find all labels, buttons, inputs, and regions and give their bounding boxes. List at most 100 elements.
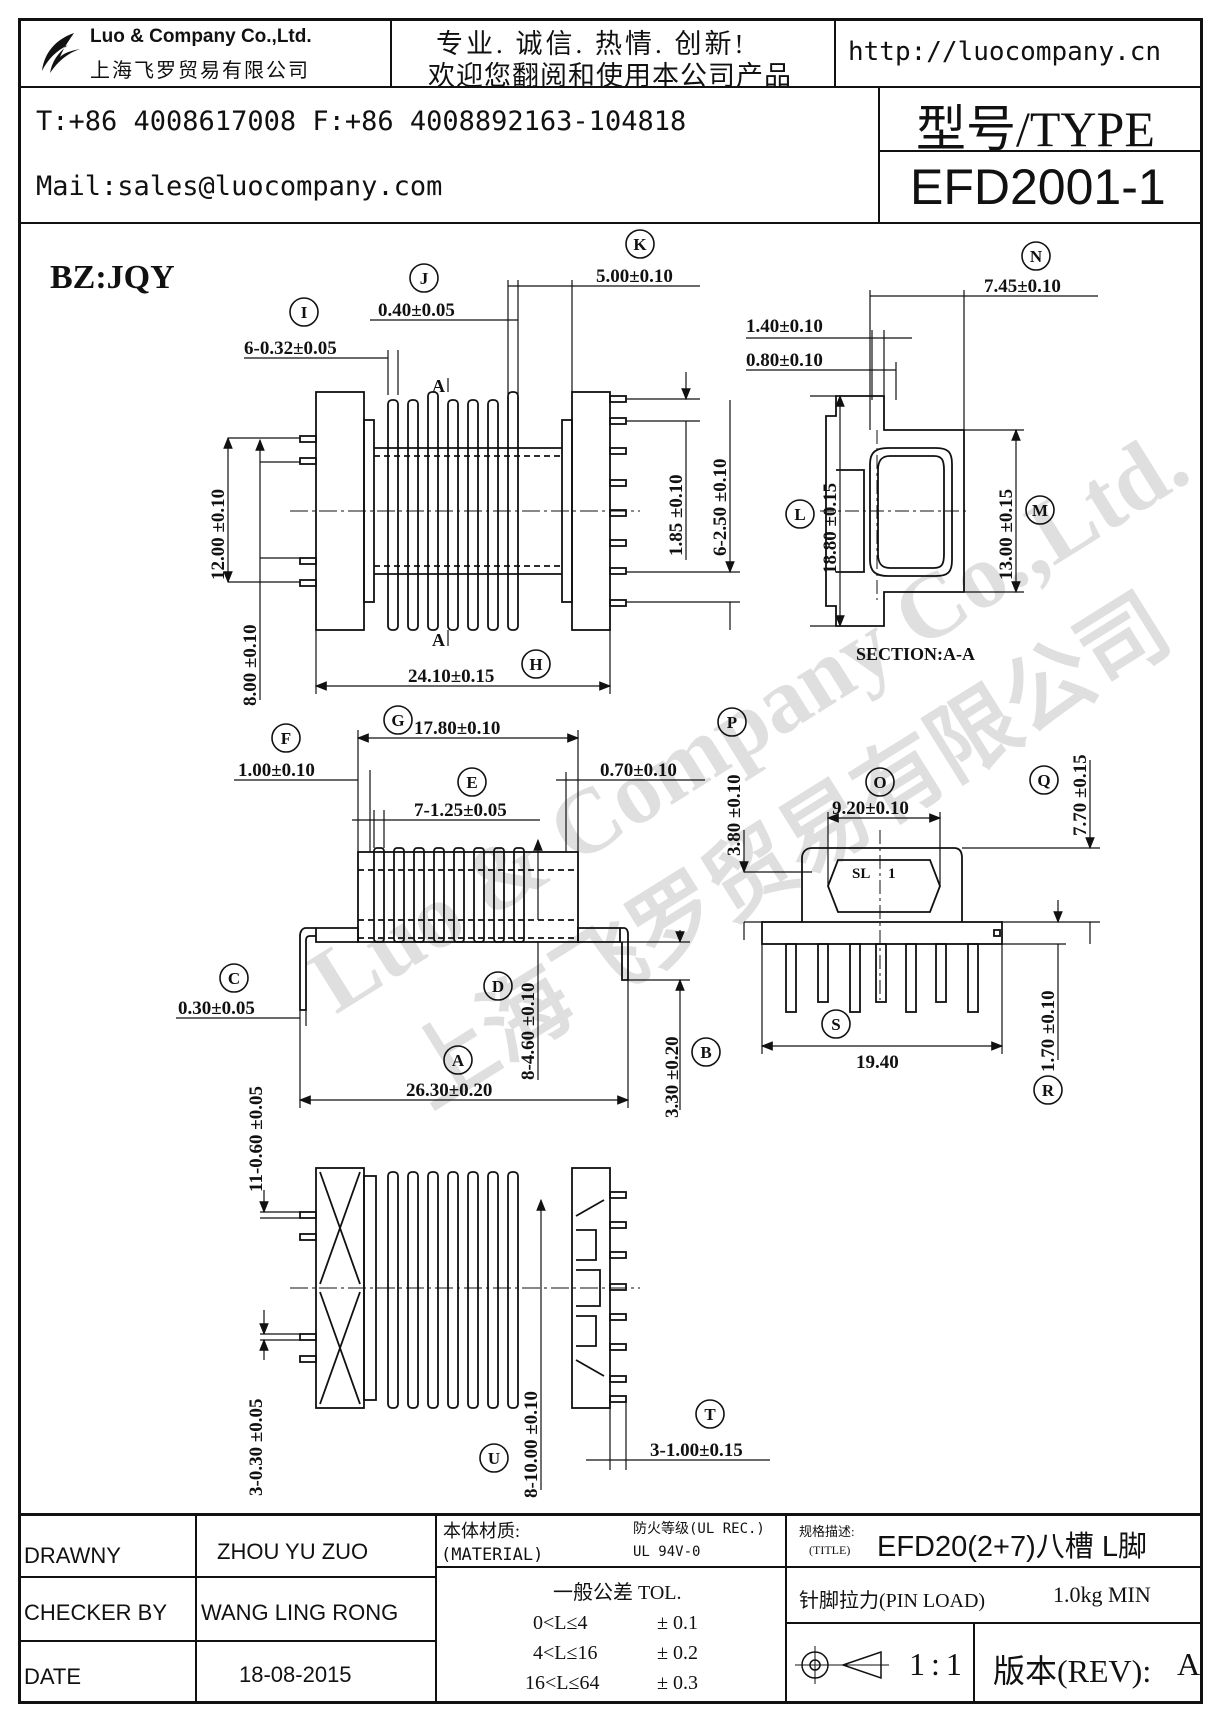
checker-label: CHECKER BY	[24, 1600, 168, 1625]
front-view-dims	[176, 730, 705, 1110]
callout-m: M	[1032, 501, 1048, 520]
date-value: 18-08-2015	[239, 1662, 352, 1687]
dim-s-value: 19.40	[856, 1052, 899, 1073]
callout-l: L	[794, 505, 805, 524]
pin-load-value: 1.0kg MIN	[1053, 1582, 1151, 1607]
revision-cell: 版本(REV): A	[973, 1622, 1203, 1704]
callouts	[219, 229, 1063, 1473]
dim-185-value: 1.85 ±0.10	[666, 474, 687, 556]
checker-label-cell: CHECKER BY	[18, 1576, 197, 1642]
tol-range-2: 4<L≤16	[533, 1642, 598, 1664]
sl-mark: SL	[852, 866, 870, 882]
callout-g: G	[391, 711, 404, 730]
dim-pin-w2-value: 0.80±0.10	[746, 350, 823, 371]
dim-c-value: 0.30±0.05	[178, 998, 255, 1019]
drawn-value: ZHOU YU ZUO	[217, 1539, 369, 1564]
rev-value: A	[1177, 1646, 1201, 1682]
dim-k-value: 5.00±0.10	[596, 266, 673, 287]
date-label: DATE	[24, 1664, 82, 1689]
type-label: 型号/TYPE	[916, 101, 1155, 157]
callout-u: U	[488, 1449, 500, 1468]
callout-b: B	[700, 1043, 711, 1062]
dim-d-value: 8-4.60 ±0.10	[518, 982, 539, 1080]
pin-load-label: 针脚拉力(PIN LOAD)	[799, 1590, 986, 1612]
callout-q: Q	[1037, 771, 1050, 790]
tolerance-header: 一般公差 TOL.	[553, 1582, 682, 1604]
company-name-cn: 上海飞罗贸易有限公司	[90, 60, 310, 82]
tolerance-cell: 一般公差 TOL. 0<L≤4 ± 0.1 4<L≤16 ± 0.2 16<L≤…	[435, 1566, 787, 1704]
dim-3-value: 3-0.30 ±0.05	[246, 1398, 267, 1496]
callout-e: E	[466, 773, 477, 792]
callout-f: F	[281, 729, 291, 748]
section-view	[820, 395, 966, 627]
bottom-view	[290, 1167, 640, 1409]
type-value: EFD2001-1	[910, 159, 1166, 215]
dim-8-value: 8.00 ±0.10	[240, 624, 261, 706]
bz-label: BZ:JQY	[50, 259, 175, 296]
title-label-en: (TITLE)	[809, 1543, 851, 1557]
side-view-dims	[739, 760, 1100, 1060]
website-url: http://luocompany.cn	[848, 37, 1162, 67]
dim-250-value: 6-2.50 ±0.10	[710, 458, 731, 556]
dim-b-value: 3.30 ±0.20	[662, 1036, 683, 1118]
callout-c: C	[228, 969, 240, 988]
company-name-en: Luo & Company Co.,Ltd.	[90, 26, 312, 47]
tol-range-3: 16<L≤64	[525, 1672, 600, 1694]
material-label-en: (MATERIAL)	[441, 1545, 544, 1565]
fire-rating-value: UL 94V-0	[633, 1544, 701, 1560]
callout-d: D	[492, 977, 504, 996]
date-value-cell: 18-08-2015	[195, 1640, 437, 1704]
dim-a-value: 26.30±0.20	[406, 1080, 492, 1101]
callout-o: O	[873, 773, 886, 792]
projection-scale-cell: 1:1	[785, 1622, 975, 1704]
rev-label: 版本(REV):	[993, 1653, 1152, 1689]
slogan-line1: 专业. 诚信. 热情. 创新!	[436, 29, 747, 59]
callout-s: S	[831, 1015, 840, 1034]
dim-h-value: 24.10±0.15	[408, 666, 494, 687]
dim-070-value: 0.70±0.10	[600, 760, 677, 781]
callout-a: A	[452, 1051, 465, 1070]
email: Mail:sales@luocompany.com	[36, 171, 443, 202]
dim-g-value: 17.80±0.10	[414, 718, 500, 739]
dim-n-value: 7.45±0.10	[984, 276, 1061, 297]
dim-i-value: 6-0.32±0.05	[244, 338, 337, 359]
dim-u-value: 8-10.00 ±0.10	[521, 1391, 542, 1498]
dim-j-value: 0.40±0.05	[378, 300, 455, 321]
callout-j: J	[420, 269, 429, 288]
checker-value: WANG LING RONG	[201, 1600, 399, 1625]
dim-11-value: 11-0.60 ±0.05	[246, 1086, 267, 1192]
phone-fax: T:+86 4008617008 F:+86 4008892163-104818	[36, 106, 687, 137]
section-mark-bottom: A	[432, 630, 445, 650]
callout-n: N	[1030, 247, 1043, 266]
callout-p: P	[727, 713, 737, 732]
dim-o-value: 9.20±0.10	[832, 798, 909, 819]
dim-l-value: 18.80 ±0.15	[820, 483, 841, 574]
title-label: 规格描述:	[799, 1524, 855, 1539]
dim-q-value: 7.70 ±0.15	[1070, 754, 1091, 836]
dim-f-value: 1.00±0.10	[238, 760, 315, 781]
pin-load-cell: 针脚拉力(PIN LOAD) 1.0kg MIN	[785, 1566, 1203, 1624]
fire-rating-label: 防火等级(UL REC.)	[633, 1521, 765, 1537]
company-logo-icon	[42, 33, 80, 73]
dim-12-value: 12.00 ±0.10	[208, 489, 229, 580]
material-label: 本体材质:	[443, 1521, 521, 1541]
bottom-view-dims	[259, 1190, 770, 1490]
dim-m-value: 13.00 ±0.15	[996, 489, 1017, 580]
type-value-cell: EFD2001-1	[878, 150, 1203, 224]
title-cell: 规格描述: (TITLE) EFD20(2+7)八槽 L脚	[785, 1513, 1203, 1568]
tol-value-2: ± 0.2	[657, 1642, 698, 1664]
dim-e-value: 7-1.25±0.05	[414, 800, 507, 821]
dim-pin-w1-value: 1.40±0.10	[746, 316, 823, 337]
callout-t: T	[704, 1405, 716, 1424]
tol-value-3: ± 0.3	[657, 1672, 698, 1694]
tol-value-1: ± 0.1	[657, 1612, 698, 1634]
title-value: EFD20(2+7)八槽 L脚	[877, 1531, 1147, 1563]
material-cell: 本体材质: (MATERIAL) 防火等级(UL REC.) UL 94V-0	[435, 1513, 787, 1568]
projection-symbol-icon	[795, 1646, 889, 1684]
side-view	[761, 830, 1003, 1013]
section-label: SECTION:A-A	[856, 644, 975, 664]
section-view-dims	[746, 290, 1098, 628]
drawn-label-cell: DRAWNY	[18, 1513, 197, 1578]
section-mark-top: A	[432, 376, 445, 396]
